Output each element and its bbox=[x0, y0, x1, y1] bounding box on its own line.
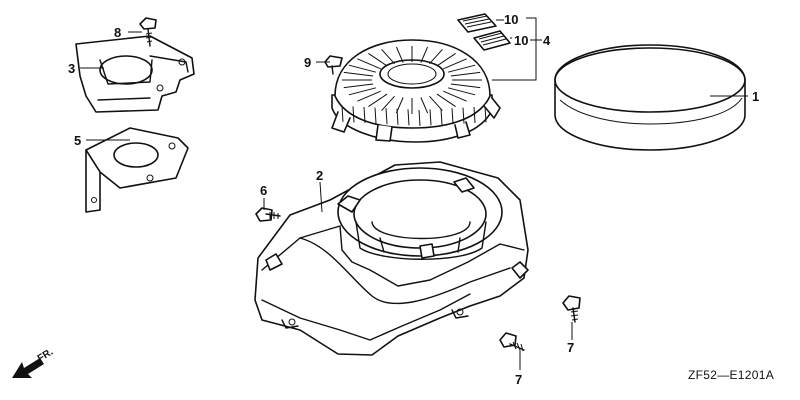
callout-9: 9 bbox=[304, 55, 311, 70]
part-bolt-8 bbox=[139, 17, 157, 47]
part-plate-10a bbox=[457, 13, 497, 33]
vent-slot bbox=[381, 49, 395, 65]
part-round-cover bbox=[554, 44, 746, 151]
vent-slot bbox=[357, 58, 381, 70]
vent-slot bbox=[381, 95, 395, 111]
callout-10a: 10 bbox=[504, 12, 518, 27]
callout-4: 4 bbox=[543, 33, 551, 48]
part-bolt-9 bbox=[324, 55, 343, 75]
skirt-slot bbox=[462, 107, 465, 124]
callout-labels: 1 2 3 4 5 6 7 7 8 9 10 10 bbox=[68, 12, 759, 387]
part-bolt-7b bbox=[499, 332, 525, 352]
callout-3: 3 bbox=[68, 61, 75, 76]
vent-slot bbox=[420, 97, 429, 114]
vent-slot bbox=[343, 71, 374, 77]
front-indicator: FR. bbox=[12, 347, 55, 378]
front-arrow-icon bbox=[12, 358, 44, 378]
part-lower-bracket bbox=[85, 127, 189, 213]
vent-slot bbox=[368, 93, 388, 108]
vent-slot bbox=[343, 83, 374, 89]
diagram-code: ZF52—E1201A bbox=[688, 368, 774, 382]
callout-7b: 7 bbox=[515, 372, 522, 387]
callout-5: 5 bbox=[74, 133, 81, 148]
skirt-slot bbox=[385, 108, 388, 125]
skirt-slot bbox=[352, 106, 355, 123]
vent-slot bbox=[420, 46, 429, 63]
skirt-slot bbox=[429, 109, 432, 126]
skirt-slot bbox=[374, 107, 377, 124]
vent-slot bbox=[443, 58, 467, 70]
leader-lines bbox=[80, 17, 748, 370]
callout-2: 2 bbox=[316, 168, 323, 183]
part-bolt-7a bbox=[562, 295, 581, 323]
vent-slot bbox=[450, 71, 481, 77]
skirt-slot bbox=[407, 109, 410, 126]
callout-7a: 7 bbox=[567, 340, 574, 355]
vent-slot bbox=[348, 87, 377, 96]
part-upper-bracket bbox=[75, 35, 195, 113]
callout-1: 1 bbox=[752, 89, 759, 104]
vent-slot bbox=[357, 90, 381, 102]
vent-slot bbox=[436, 52, 456, 67]
vent-slot bbox=[348, 64, 377, 73]
vent-slot bbox=[450, 83, 481, 89]
skirt-slot bbox=[451, 108, 454, 125]
skirt-slot bbox=[363, 106, 366, 124]
vent-slot bbox=[447, 64, 476, 73]
part-fan-cover bbox=[254, 161, 529, 356]
callout-8: 8 bbox=[114, 25, 121, 40]
vent-slot bbox=[368, 52, 388, 67]
skirt-slot bbox=[418, 109, 421, 127]
part-recoil-starter bbox=[331, 39, 501, 143]
vent-slot bbox=[429, 95, 443, 111]
vent-slot bbox=[429, 49, 443, 65]
part-plate-10b bbox=[473, 30, 511, 51]
callout-10b: 10 bbox=[514, 33, 528, 48]
vent-slot bbox=[447, 87, 476, 96]
callout-6: 6 bbox=[260, 183, 267, 198]
vent-slot bbox=[436, 93, 456, 108]
vent-slot bbox=[443, 90, 467, 102]
skirt-slot bbox=[440, 108, 443, 125]
skirt-slot bbox=[484, 106, 487, 123]
skirt-slot bbox=[396, 108, 399, 125]
vent-slot bbox=[395, 46, 404, 63]
skirt-slot bbox=[473, 106, 476, 124]
skirt-slot bbox=[341, 105, 344, 122]
part-bolt-6 bbox=[255, 207, 281, 222]
